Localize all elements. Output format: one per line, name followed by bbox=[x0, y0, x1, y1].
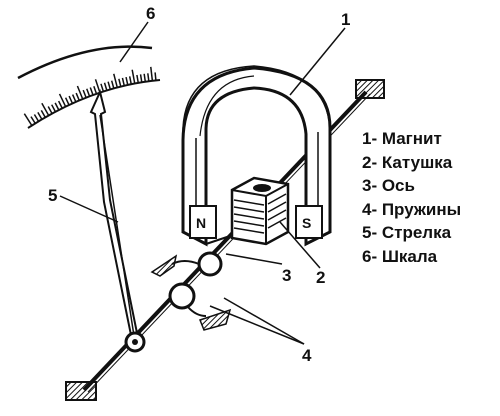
scale-tick bbox=[54, 102, 60, 111]
top-mount bbox=[355, 79, 385, 99]
callout-pointer: 5 bbox=[48, 186, 58, 205]
scale-tick bbox=[51, 104, 57, 113]
scale-tick bbox=[139, 74, 143, 83]
scale-tick bbox=[75, 92, 80, 101]
scale-tick bbox=[131, 69, 136, 84]
scale-tick bbox=[100, 83, 105, 92]
scale-tick bbox=[113, 73, 118, 88]
legend-item: 3- Ось bbox=[362, 176, 415, 195]
legend: 1- Магнит 2- Катушка 3- Ось 4- Пружины 5… bbox=[362, 128, 461, 269]
pole-north-label: N bbox=[196, 215, 206, 231]
spring-lower bbox=[168, 282, 232, 331]
scale-tick bbox=[41, 102, 50, 116]
scale-tick bbox=[76, 85, 84, 100]
scale-tick bbox=[58, 93, 67, 107]
scale-tick bbox=[150, 66, 154, 81]
pole-south-label: S bbox=[302, 215, 311, 231]
scale-tick bbox=[110, 80, 115, 89]
scale-tick bbox=[94, 79, 101, 93]
leader-lines bbox=[59, 21, 346, 345]
scale-ticks bbox=[23, 66, 157, 126]
scale-tick bbox=[57, 100, 63, 109]
legend-item: 2- Катушка bbox=[362, 152, 453, 172]
scale-tick bbox=[93, 85, 98, 95]
horseshoe-magnet bbox=[181, 65, 332, 247]
scale-tick bbox=[121, 77, 125, 86]
scale-tick bbox=[103, 82, 108, 91]
scale-tick bbox=[154, 72, 157, 81]
scale-tick bbox=[143, 73, 147, 82]
scale-tick bbox=[47, 106, 53, 114]
coil bbox=[230, 176, 290, 246]
legend-item: 1- Магнит bbox=[362, 129, 442, 148]
scale-tick bbox=[136, 74, 140, 83]
scale-tick bbox=[71, 94, 77, 103]
scale-tick bbox=[118, 78, 122, 87]
scale-tick bbox=[23, 113, 33, 126]
scale-tick bbox=[64, 97, 70, 106]
callout-coil: 2 bbox=[316, 268, 326, 287]
scale-arc bbox=[17, 45, 161, 129]
callout-axis: 3 bbox=[282, 266, 292, 285]
spring-upper bbox=[150, 251, 223, 277]
scale-tick bbox=[128, 76, 132, 85]
scale-tick bbox=[37, 112, 43, 120]
callout-scale: 6 bbox=[146, 4, 156, 23]
scale-tick bbox=[40, 110, 46, 118]
scale-tick bbox=[33, 114, 40, 122]
scale-tick bbox=[30, 116, 36, 124]
scale-tick bbox=[107, 81, 112, 90]
pointer-needle bbox=[89, 88, 140, 342]
scale-tick bbox=[89, 87, 94, 96]
legend-item: 5- Стрелка bbox=[362, 223, 452, 242]
legend-item: 6- Шкала bbox=[362, 246, 438, 266]
callout-magnet: 1 bbox=[341, 10, 351, 29]
scale-tick bbox=[86, 88, 91, 97]
legend-item: 4- Пружины bbox=[362, 199, 462, 219]
scale-tick bbox=[82, 89, 87, 98]
scale-tick bbox=[68, 95, 74, 104]
scale-tick bbox=[125, 76, 129, 86]
callout-springs: 4 bbox=[302, 346, 312, 365]
bottom-mount bbox=[65, 381, 97, 401]
scale-tick bbox=[147, 73, 150, 82]
